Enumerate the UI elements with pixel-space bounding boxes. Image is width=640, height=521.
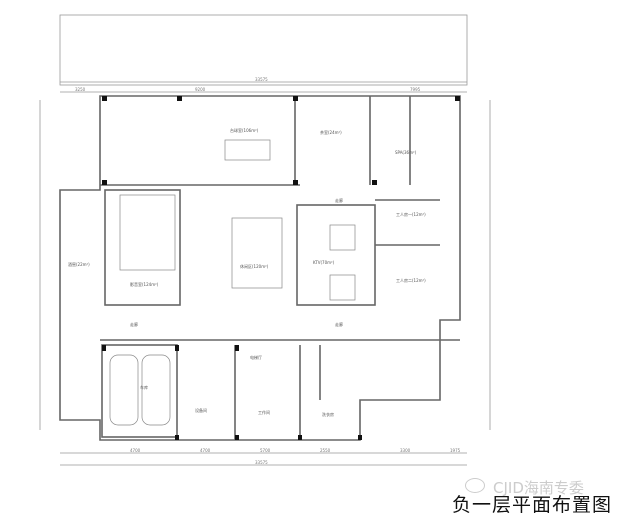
top-terrace-outline [59,14,468,86]
ktv-table [329,224,356,251]
room-laundry: 洗衣房 [322,412,334,417]
room-tea: 茶室(24m²) [320,130,342,135]
corridor-left: 走廊 [130,322,138,327]
plan-title: 负一层平面布置图 [452,494,613,516]
room-garage: 车库 [140,385,148,390]
room-ktv: KTV(70m²) [313,260,335,265]
dim-top-2: 9200 [195,87,206,92]
billiard-table [224,139,271,161]
dim-bottom-1: 4700 [130,448,141,453]
ktv-table-2 [329,274,356,301]
dim-top-1: 3250 [75,87,86,92]
watermark: CJID海南专委 [493,479,584,497]
furniture [109,139,356,426]
room-spa: SPA(36m²) [395,150,417,155]
dim-bottom-5: 3300 [400,448,411,453]
dim-bottom-4: 2550 [320,448,331,453]
room-lounge: 休闲区(120m²) [240,264,269,269]
room-elevator-hall: 电梯厅 [250,355,262,360]
room-equipment: 设备间 [195,408,207,413]
dim-top-total: 33575 [255,77,268,82]
room-wine: 酒窖(22m²) [68,262,90,267]
dim-bottom-6: 1975 [450,448,461,453]
lounge-sofa-set [231,217,283,289]
room-staff1: 工人房一(12m²) [396,212,426,217]
wechat-icon [465,478,485,493]
corridor-right: 走廊 [335,322,343,327]
room-cinema: 影音室(124m²) [130,282,159,287]
room-billiard: 台球室(106m²) [230,128,259,133]
dim-bottom-3: 5700 [260,448,271,453]
dim-bottom-total: 33575 [255,460,268,465]
walls [59,95,461,441]
dim-top-3: 7995 [410,87,421,92]
dim-bottom-2: 4700 [200,448,211,453]
corridor-top: 走廊 [335,198,343,203]
room-staff2: 工人房二(12m²) [396,278,426,283]
car-2 [141,354,171,426]
car-1 [109,354,139,426]
cinema-seats [119,194,176,271]
room-workroom: 工作间 [258,410,270,415]
columns [102,96,460,440]
